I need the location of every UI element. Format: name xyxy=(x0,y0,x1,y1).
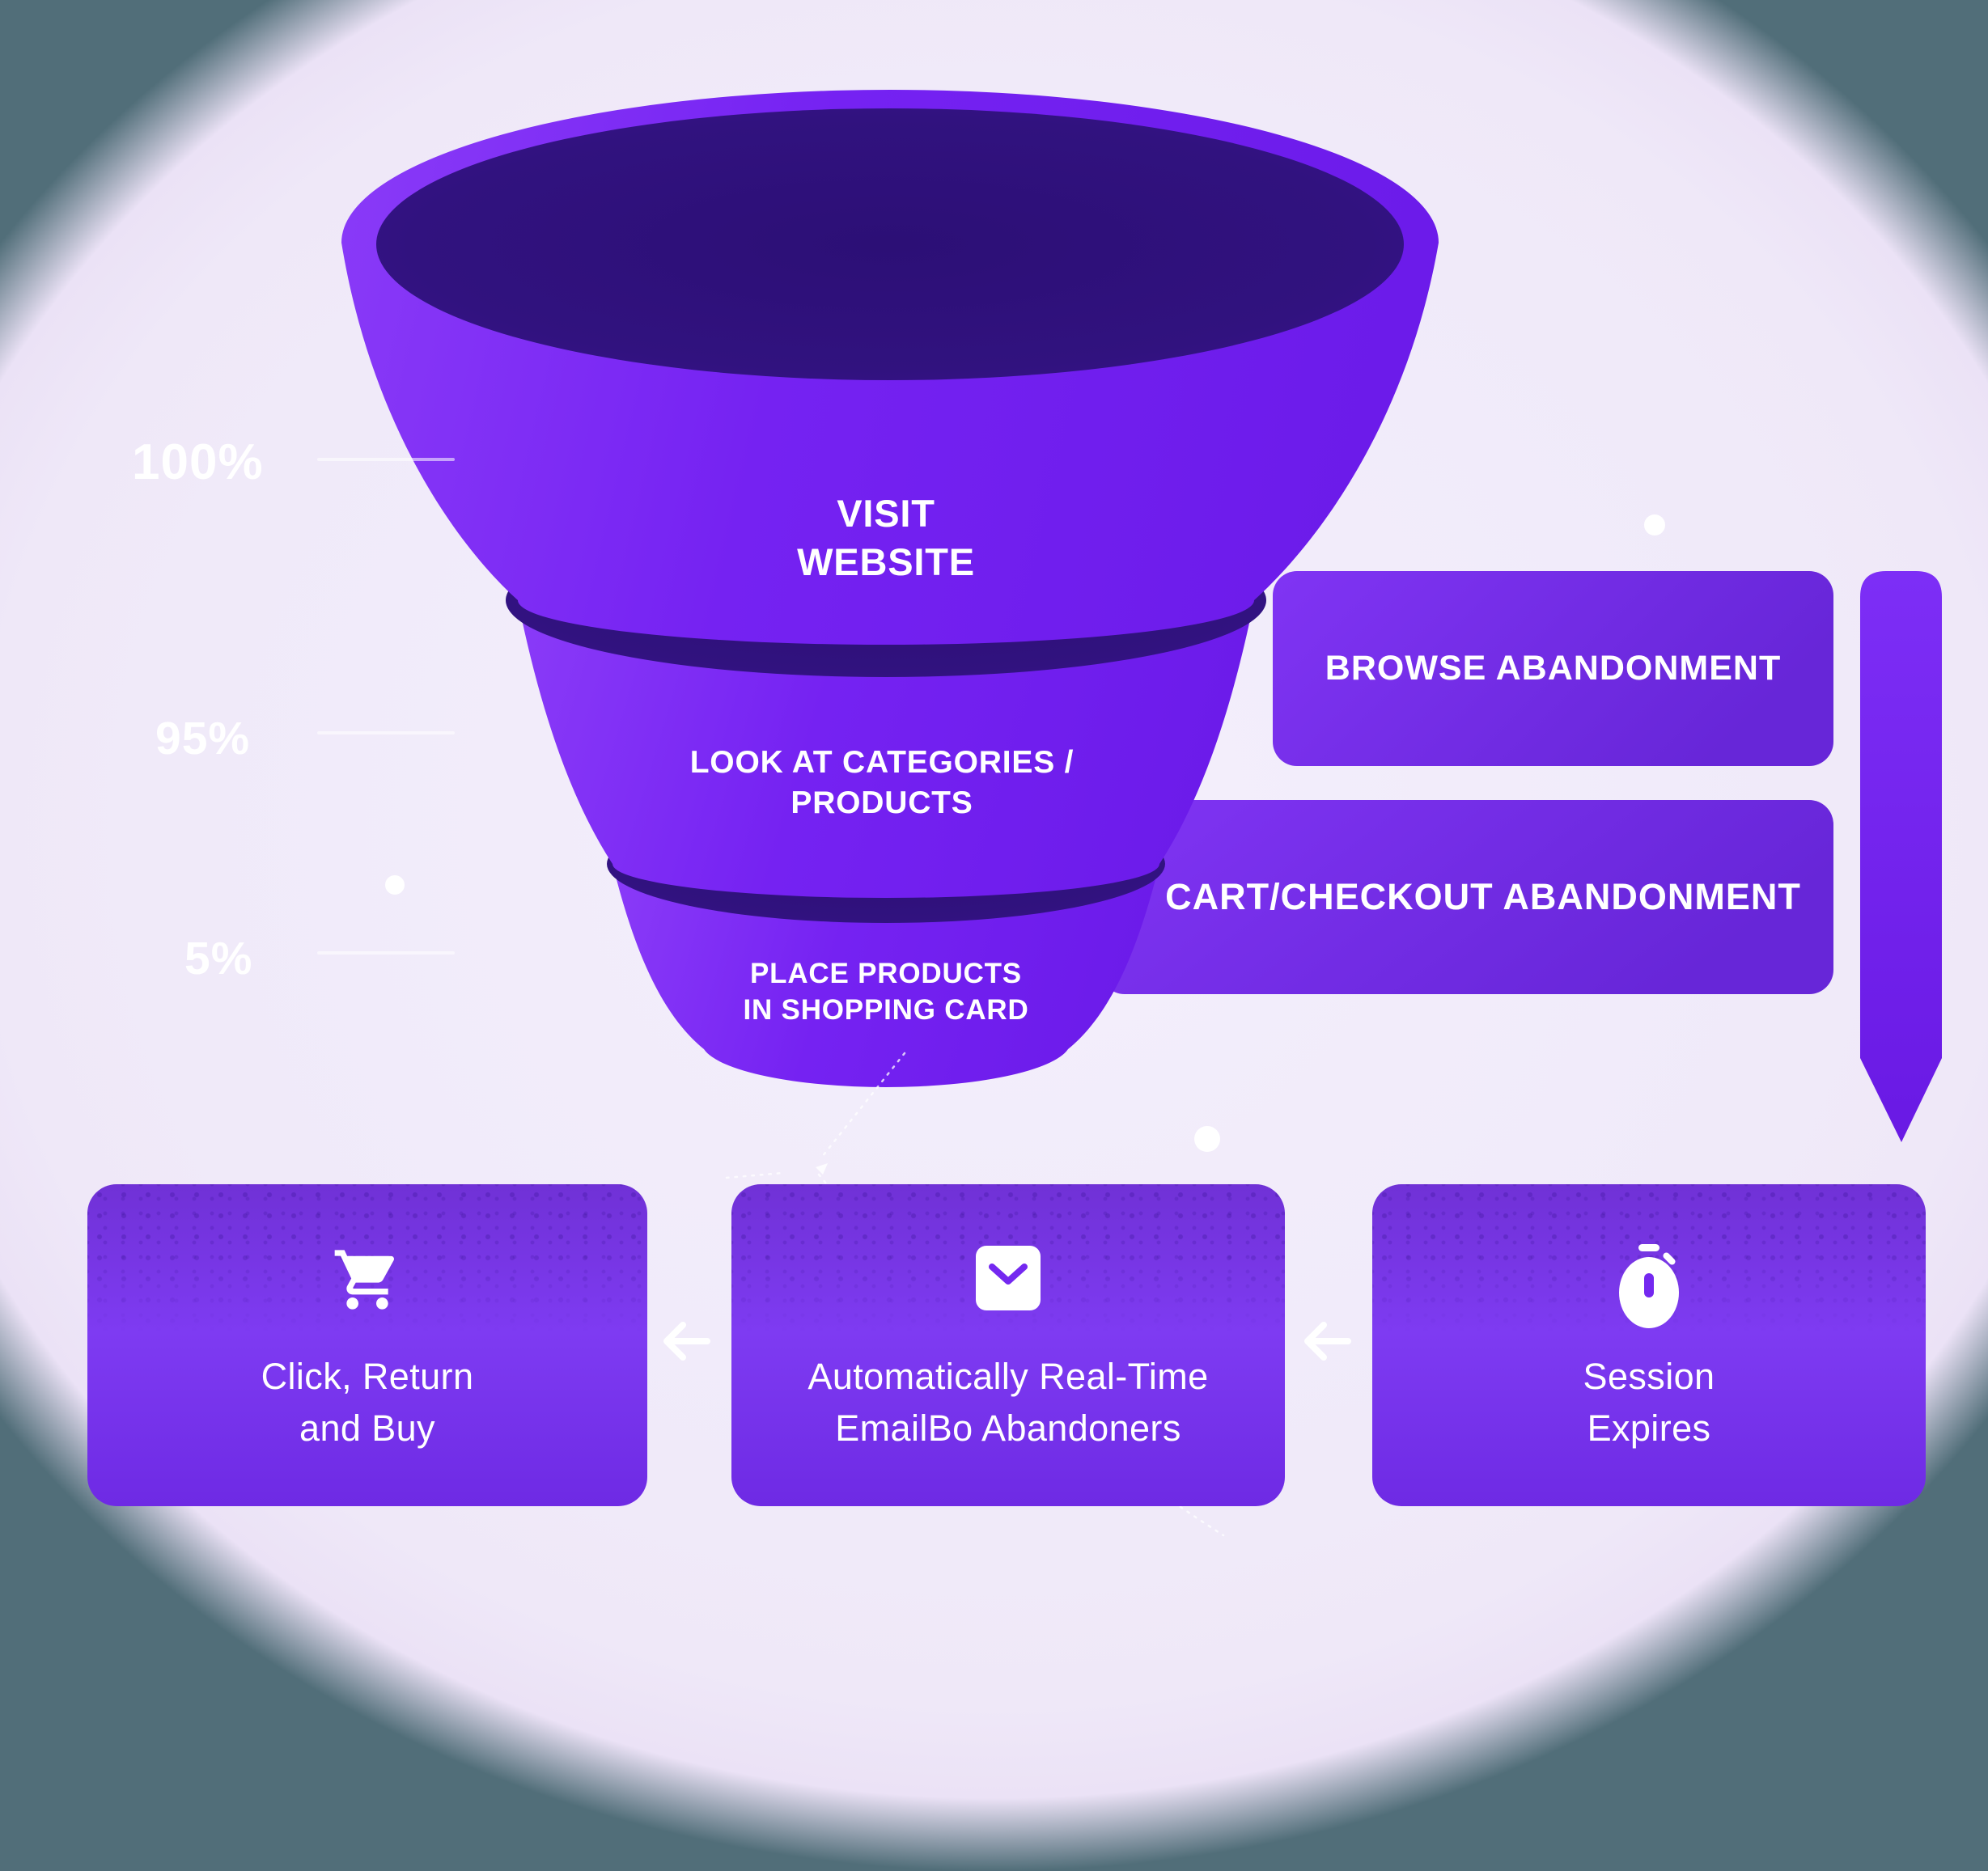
card-automatic-email: Automatically Real-Time EmailBo Abandone… xyxy=(731,1184,1285,1506)
card2-text: Automatically Real-Time EmailBo Abandone… xyxy=(731,1351,1285,1454)
funnel-stage2-label: LOOK AT CATEGORIES / PRODUCTS xyxy=(651,743,1113,823)
cart-checkout-abandonment-label: CART/CHECKOUT ABANDONMENT xyxy=(1165,876,1801,917)
funnel-diagram-svg xyxy=(341,90,1942,1537)
decor-dot-2 xyxy=(1194,1126,1220,1152)
left-arrow-icon-1 xyxy=(663,1322,710,1361)
cart-checkout-abandonment-bar xyxy=(1100,800,1833,994)
flow-arrowhead xyxy=(816,1163,828,1175)
gridline-5 xyxy=(317,951,455,955)
funnel-stage2-line2: PRODUCTS xyxy=(791,785,973,820)
shopping-cart-icon xyxy=(334,1250,394,1310)
card3-text: Session Expires xyxy=(1372,1351,1926,1454)
funnel-stage3-body xyxy=(613,864,1159,1087)
funnel-stage2-line1: LOOK AT CATEGORIES / xyxy=(689,745,1075,780)
decor-dot-1 xyxy=(1644,514,1665,535)
funnel-stage3-label: PLACE PRODUCTS IN SHOPPING CARD xyxy=(696,956,1076,1029)
funnel-stage3-line2: IN SHOPPING CARD xyxy=(743,993,1029,1026)
percent-label-5: 5% xyxy=(184,933,253,984)
browse-abandonment-bar xyxy=(1273,571,1833,766)
envelope-icon xyxy=(976,1246,1041,1310)
card2-line2: EmailBo Abandoners xyxy=(835,1407,1181,1449)
percent-label-95: 95% xyxy=(155,713,251,764)
card-session-expires: Session Expires xyxy=(1372,1184,1926,1506)
card3-line1: Session xyxy=(1583,1356,1715,1397)
card2-line1: Automatically Real-Time xyxy=(807,1356,1209,1397)
card1-line2: and Buy xyxy=(299,1407,435,1449)
card3-line2: Expires xyxy=(1587,1407,1711,1449)
funnel-stage1-line1: VISIT xyxy=(837,492,935,535)
decor-dot-3 xyxy=(385,875,405,895)
down-arrow-shape xyxy=(1860,571,1942,1142)
percent-label-100: 100% xyxy=(132,434,264,490)
card1-text: Click, Return and Buy xyxy=(87,1351,647,1454)
card-click-return-buy: Click, Return and Buy xyxy=(87,1184,647,1506)
gridline-95 xyxy=(317,731,455,734)
card1-line1: Click, Return xyxy=(261,1356,474,1397)
browse-abandonment-label: BROWSE ABANDONMENT xyxy=(1325,649,1782,688)
funnel-stage1-line2: WEBSITE xyxy=(797,540,975,584)
left-arrow-icon-2 xyxy=(1304,1322,1351,1361)
stopwatch-icon xyxy=(1619,1244,1679,1328)
funnel-stage1-label: VISIT WEBSITE xyxy=(700,489,1072,586)
funnel-top-opening xyxy=(376,108,1404,380)
funnel-stage2-body xyxy=(518,600,1254,898)
gridline-100 xyxy=(317,458,455,461)
funnel-stage3-line1: PLACE PRODUCTS xyxy=(750,958,1022,989)
